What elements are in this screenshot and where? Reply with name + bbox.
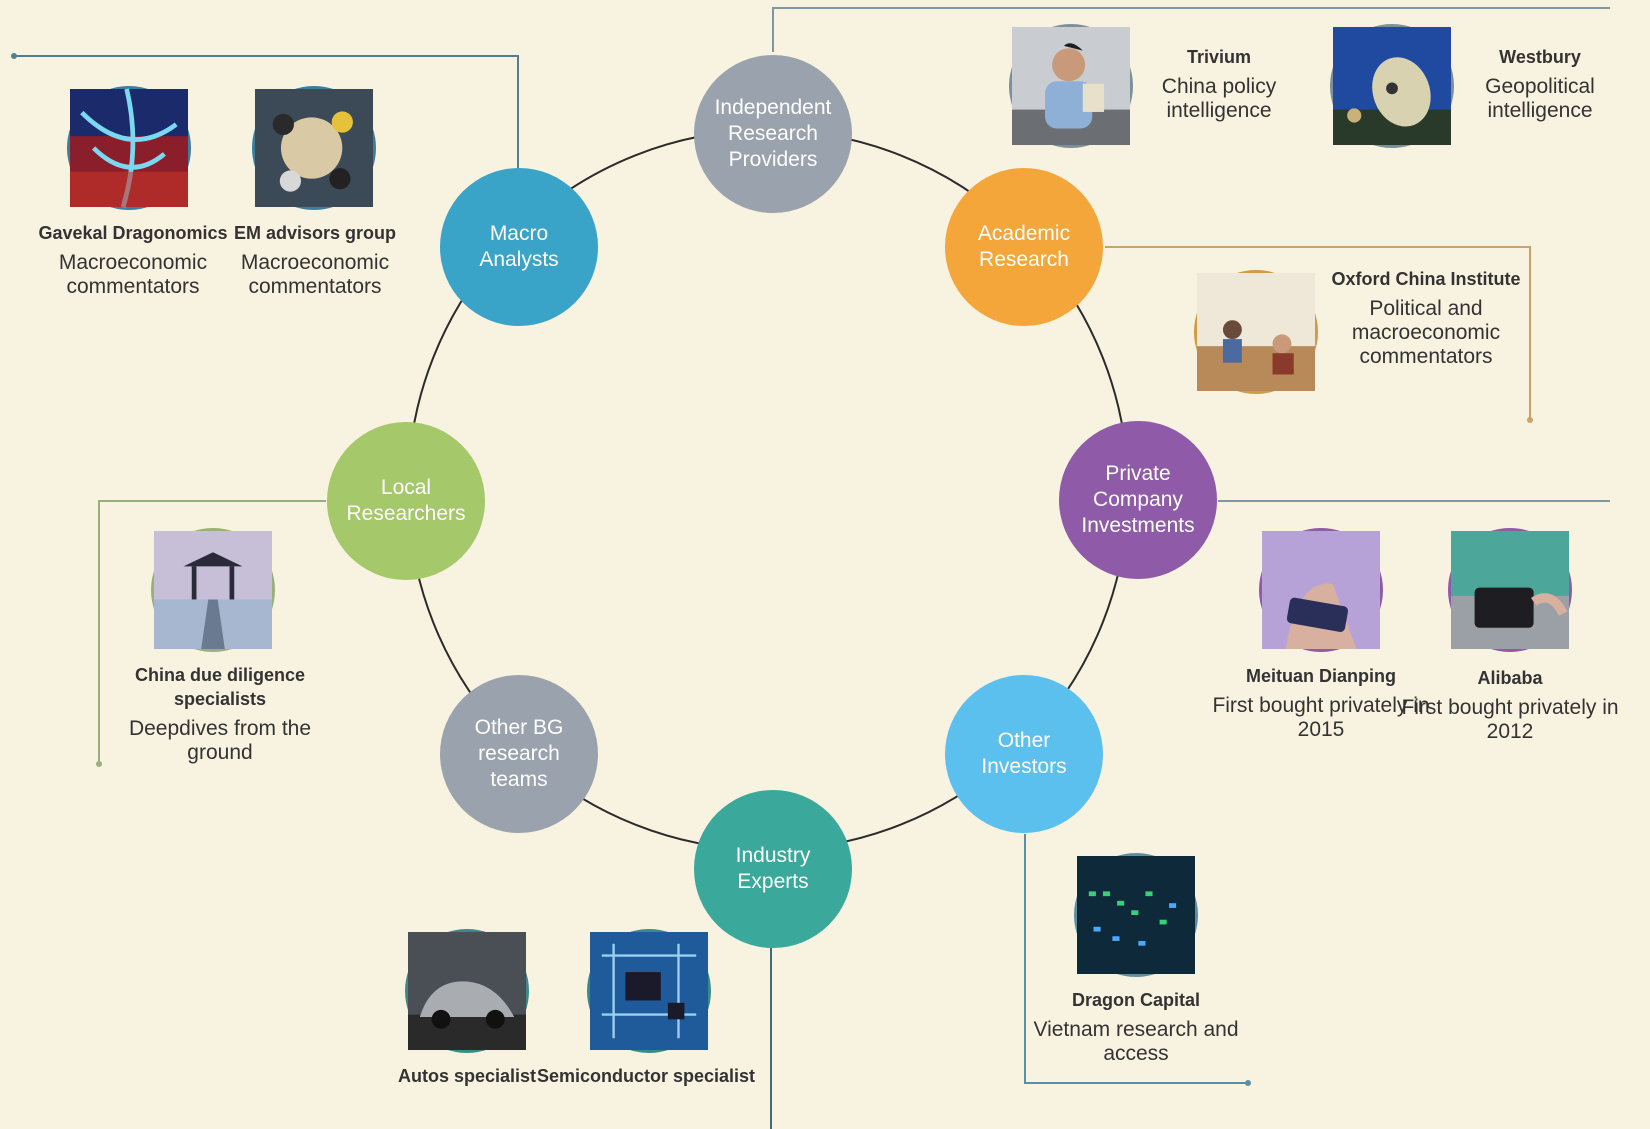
entry-name: Westbury bbox=[1499, 47, 1581, 67]
node-industry-experts: Industry Experts bbox=[694, 790, 852, 948]
entry-name: Dragon Capital bbox=[1071, 990, 1200, 1010]
node-macro-analysts: Macro Analysts bbox=[440, 168, 598, 326]
connector-academic bbox=[1105, 246, 1531, 420]
entry-desc: Geopolitical intelligence bbox=[1485, 75, 1595, 122]
entry-desc: Deepdives from the ground bbox=[128, 717, 312, 764]
stock-board-photo-icon bbox=[1074, 853, 1198, 977]
node-label: Academic Research bbox=[977, 222, 1071, 271]
entry-desc: Political and macroeconomic commentators bbox=[1351, 297, 1501, 368]
entry-name: Gavekal Dragonomics bbox=[38, 223, 228, 243]
entry-name: Trivium bbox=[1186, 47, 1252, 67]
trivium-caption: Trivium China policy intelligence bbox=[1109, 45, 1329, 123]
node-label: Independent Research Providers bbox=[714, 96, 832, 171]
entry-name: China due diligence specialists bbox=[134, 665, 306, 709]
entry-desc: China policy intelligence bbox=[1161, 75, 1277, 122]
node-local-researchers: Local Researchers bbox=[327, 422, 485, 580]
entry-desc: Vietnam research and access bbox=[1033, 1018, 1239, 1065]
node-label: Private Company Investments bbox=[1081, 462, 1195, 537]
entry-desc: First bought privately in 2012 bbox=[1401, 696, 1619, 743]
entry-name: Autos specialist bbox=[397, 1066, 537, 1086]
meituan-caption: Meituan Dianping First bought privately … bbox=[1211, 664, 1431, 742]
entry-name: Alibaba bbox=[1477, 668, 1543, 688]
node-label: Macro Analysts bbox=[479, 222, 559, 271]
cars-photo-icon bbox=[405, 929, 529, 1053]
hands-tablet-photo-icon bbox=[1448, 528, 1572, 652]
dragon-pattern-photo-icon bbox=[67, 86, 191, 210]
man-with-tablet-photo-icon bbox=[1009, 24, 1133, 148]
entry-name: Oxford China Institute bbox=[1331, 269, 1521, 289]
westbury-caption: Westbury Geopolitical intelligence bbox=[1430, 45, 1650, 123]
semiconductor-caption: Semiconductor specialist bbox=[536, 1064, 756, 1088]
dragon-capital-caption: Dragon Capital Vietnam research and acce… bbox=[1026, 988, 1246, 1066]
node-label: Industry Experts bbox=[735, 844, 811, 893]
node-other-investors: Other Investors bbox=[945, 675, 1103, 833]
em-advisors-caption: EM advisors group Macroeconomic commenta… bbox=[205, 221, 425, 299]
node-other-bg-research-teams: Other BG research teams bbox=[440, 675, 598, 833]
entry-desc: Macroeconomic commentators bbox=[240, 251, 390, 298]
connector-local bbox=[98, 500, 326, 764]
connector-independent bbox=[772, 7, 1610, 52]
gavekal-caption: Gavekal Dragonomics Macroeconomic commen… bbox=[23, 221, 243, 299]
autos-caption: Autos specialist bbox=[357, 1064, 577, 1088]
node-academic-research: Academic Research bbox=[945, 168, 1103, 326]
node-private-company-investments: Private Company Investments bbox=[1059, 421, 1217, 579]
entry-name: Semiconductor specialist bbox=[536, 1066, 756, 1086]
node-independent-research-providers: Independent Research Providers bbox=[694, 55, 852, 213]
pagoda-lake-photo-icon bbox=[151, 528, 275, 652]
research-network-diagram: Independent Research Providers Macro Ana… bbox=[11, 7, 1619, 1129]
node-label: Other Investors bbox=[981, 729, 1067, 778]
entry-name: EM advisors group bbox=[233, 223, 397, 243]
connector-other-investors bbox=[1024, 834, 1248, 1084]
library-students-photo-icon bbox=[1194, 270, 1318, 394]
connector-macro bbox=[14, 55, 519, 168]
china-dd-caption: China due diligence specialists Deepdive… bbox=[110, 663, 330, 765]
satellite-dish-photo-icon bbox=[1330, 24, 1454, 148]
entry-desc: Macroeconomic commentators bbox=[58, 251, 208, 298]
node-label: Local Researchers bbox=[346, 476, 466, 525]
alibaba-caption: Alibaba First bought privately in 2012 bbox=[1400, 666, 1620, 744]
entry-name: Meituan Dianping bbox=[1246, 666, 1396, 686]
entry-desc: First bought privately in 2015 bbox=[1212, 694, 1430, 741]
hand-phone-photo-icon bbox=[1259, 528, 1383, 652]
meeting-table-photo-icon bbox=[252, 86, 376, 210]
circuit-board-photo-icon bbox=[587, 929, 711, 1053]
node-label: Other BG research teams bbox=[474, 716, 564, 791]
oxford-caption: Oxford China Institute Political and mac… bbox=[1316, 267, 1536, 369]
